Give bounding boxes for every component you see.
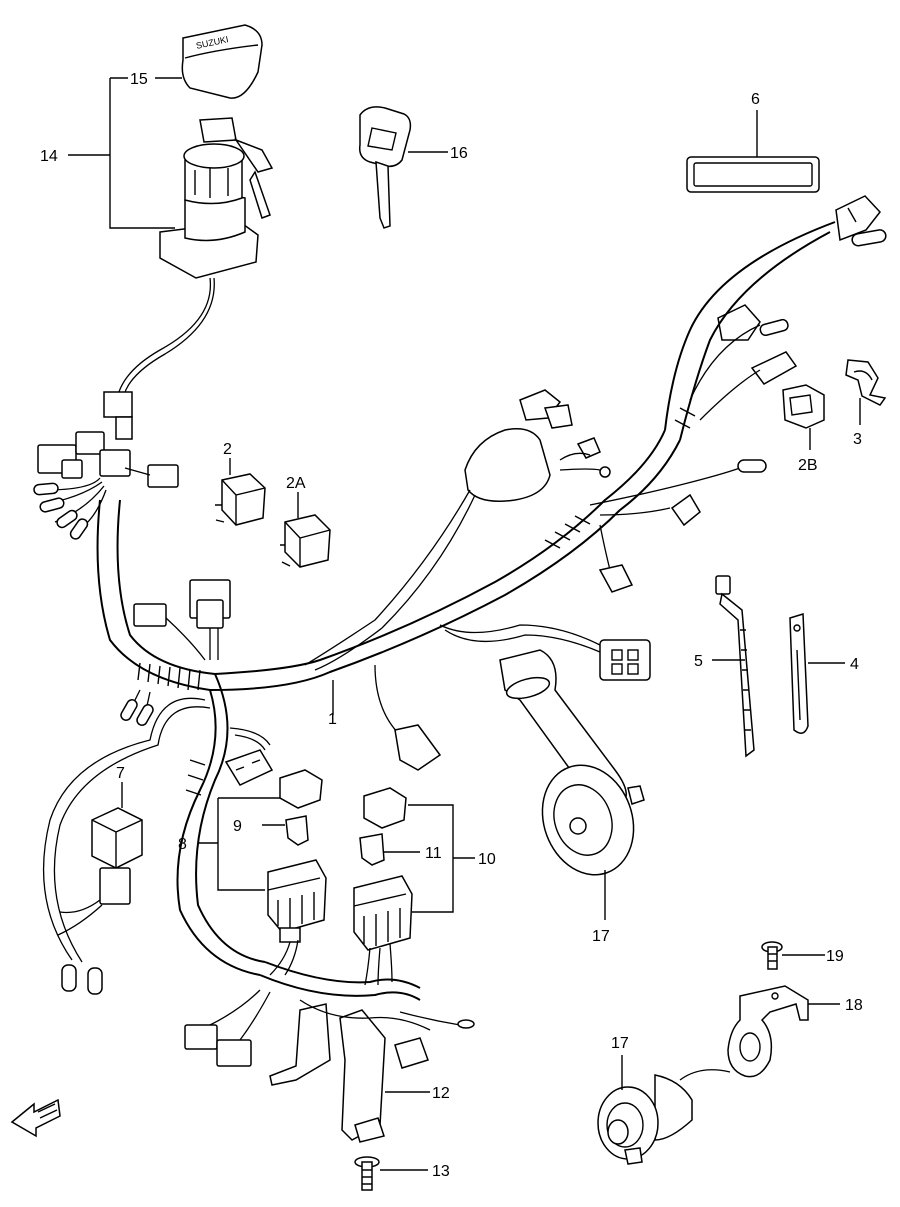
callout-17-lower: 17 [611,1035,629,1052]
connector-fuse-area [224,749,274,786]
callout-4: 4 [850,656,859,673]
key [358,106,412,229]
callout-2: 2 [223,441,232,458]
ignition-switch-cap: SUZUKI [181,24,263,99]
callout-10: 10 [478,851,496,868]
connector-lower-center [394,724,442,771]
callout-5: 5 [694,653,703,670]
connector-bottom-center [394,1037,429,1069]
fuse-box-8 [267,859,327,943]
bullet-7b [87,967,103,995]
callout-1: 1 [328,711,337,728]
connector-mid-right [717,304,789,341]
connector-bottom-left-a [184,1024,218,1050]
horn [499,649,645,876]
bolt-19 [761,941,783,970]
callout-2B: 2B [798,457,818,474]
relay-2a [280,514,331,568]
callout-15: 15 [130,71,148,88]
callout-14: 14 [40,148,58,165]
callout-9: 9 [233,818,242,835]
callout-12: 12 [432,1085,450,1102]
left-connector-cluster [33,431,179,540]
ignition-connector-plug [115,416,133,440]
horn-connector [599,639,651,681]
callout-13: 13 [432,1163,450,1180]
ignition-switch [159,117,274,279]
relay-2 [215,473,266,526]
bullet-bottom-center [457,1019,475,1029]
connector-top-right [835,195,887,247]
callout-11: 11 [425,845,442,862]
callout-3: 3 [853,431,862,448]
bullet-connector-right [737,459,767,473]
connector-socket-right [750,351,798,385]
callout-19: 19 [826,948,844,965]
connector-right-small [670,493,701,527]
callout-18: 18 [845,997,863,1014]
connector-small-center [576,437,611,478]
rubber-cap-2b [782,384,825,429]
front-direction-arrow-icon [10,1098,61,1138]
bracket-18 [727,985,809,1078]
fuse-box-cover-8 [279,769,323,809]
bracket-12 [269,1003,386,1143]
callout-6: 6 [751,91,760,108]
fuse-box-10 [353,875,413,951]
ignition-connector [103,391,133,418]
fuse-11 [359,833,385,866]
fuse-box-cover-10 [363,787,407,829]
cable-tie-5 [715,575,755,758]
callout-2A: 2A [286,475,306,492]
callout-16: 16 [450,145,468,162]
bolt-13 [354,1156,380,1191]
connector-bottom-left-b [216,1039,252,1067]
callout-17-upper: 17 [592,928,610,945]
clamp-3 [845,359,887,406]
relay-harness-bulge [464,389,573,502]
horn-lower [597,1069,731,1165]
label-plate [686,156,820,193]
bullet-7a [61,964,77,992]
callout-8: 8 [178,836,187,853]
relay-7 [57,807,143,936]
fuse-9 [285,815,309,846]
main-wiring-harness [96,221,836,1001]
clamp-4 [789,612,809,734]
connector-right-low [598,564,634,593]
callout-7: 7 [116,765,125,782]
connector-cluster-center-left [133,579,231,661]
